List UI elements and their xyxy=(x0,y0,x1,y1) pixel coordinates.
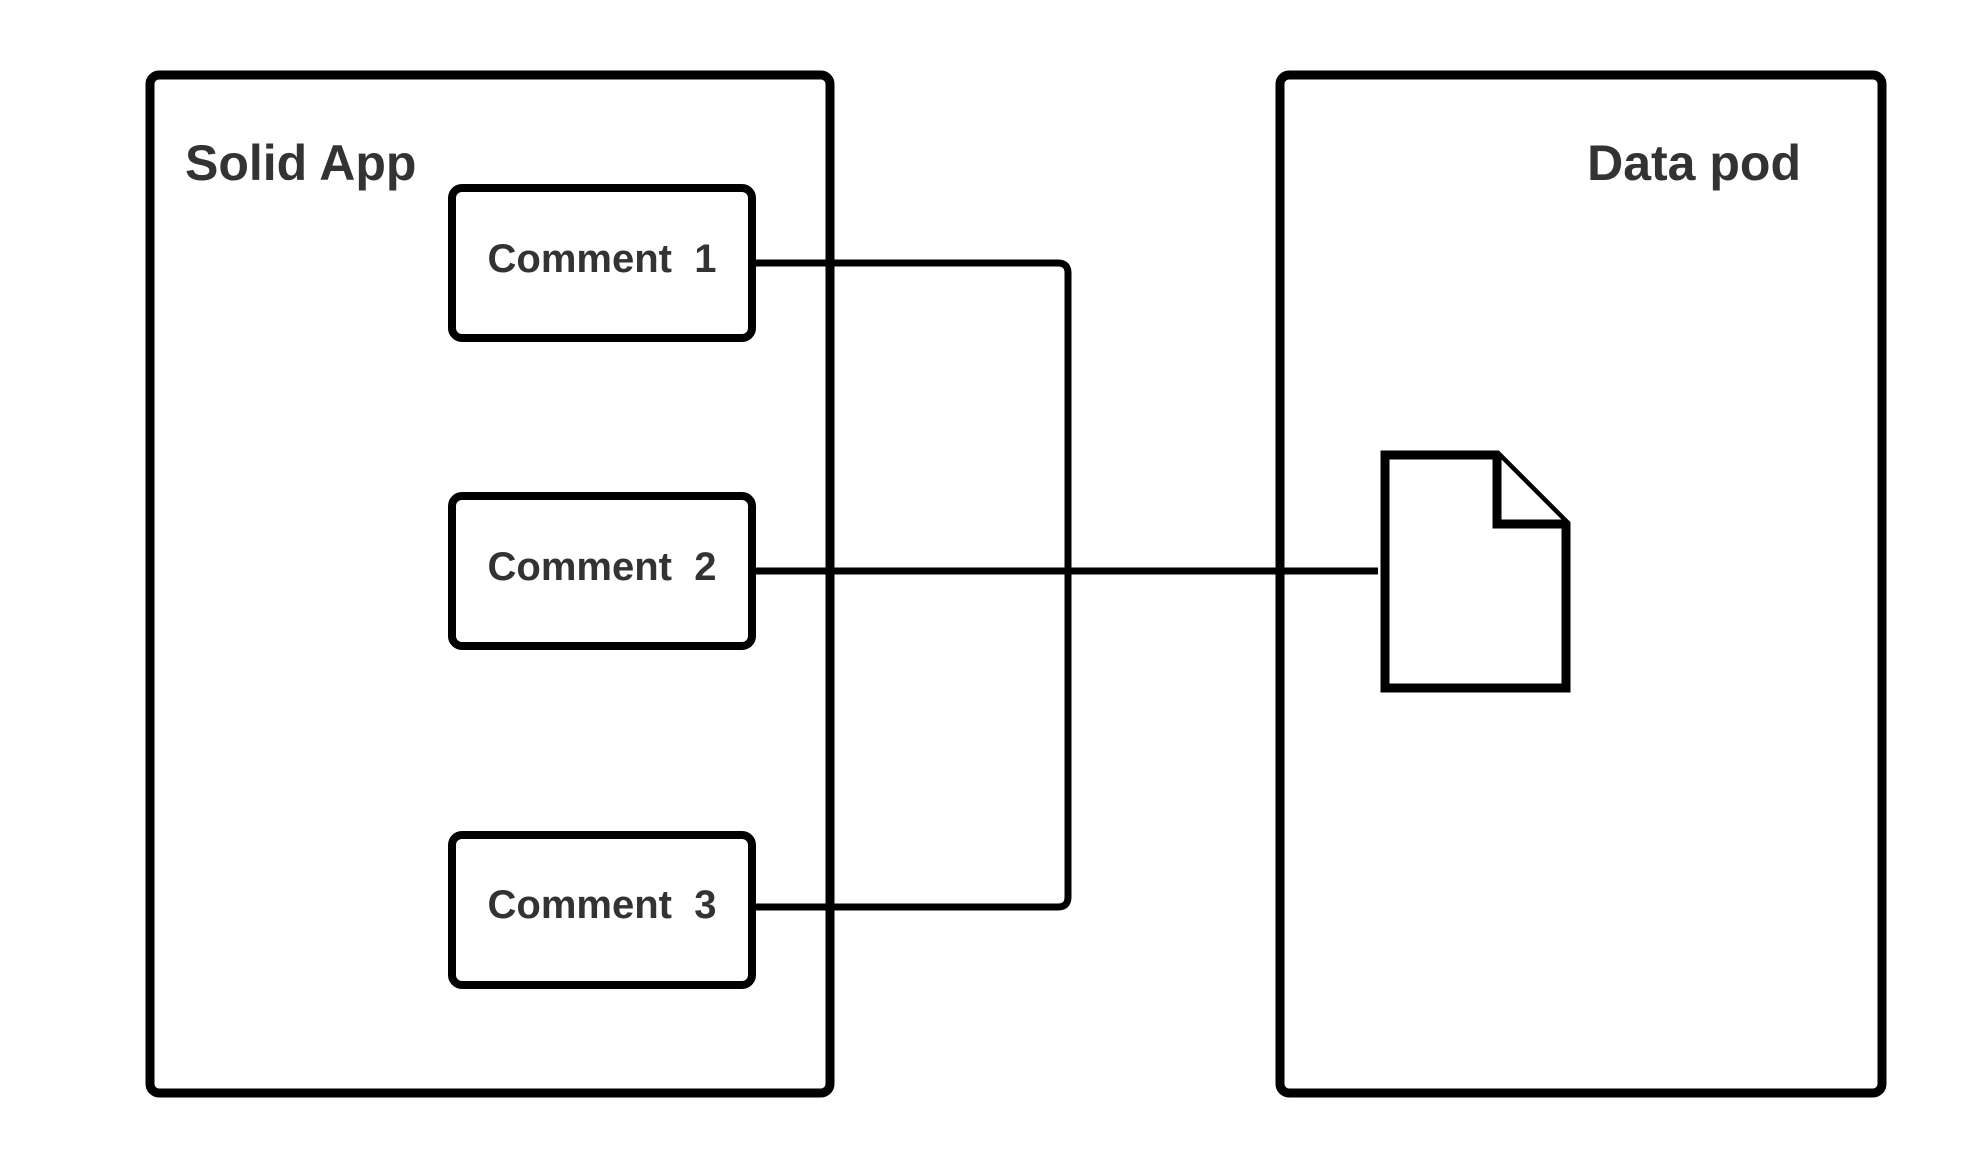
solid-app-title: Solid App xyxy=(185,135,416,191)
comment-box-1: Comment 1 xyxy=(448,184,756,342)
comment-box-3: Comment 3 xyxy=(448,831,756,989)
data-pod-panel: Data pod xyxy=(1275,70,1887,1098)
comment-label-1: Comment 1 xyxy=(488,237,717,281)
comment-box-1-border xyxy=(448,184,756,342)
comment-label-3: Comment 3 xyxy=(488,883,717,927)
comment-1-3-connector xyxy=(755,259,1072,911)
connectors xyxy=(755,259,1378,911)
comment-box-2-border xyxy=(448,492,756,650)
document-icon-fold xyxy=(1492,455,1566,529)
comment-label-2: Comment 2 xyxy=(488,545,717,589)
document-icon xyxy=(1380,450,1571,693)
comment-box-3-border xyxy=(448,831,756,989)
data-pod-title: Data pod xyxy=(1587,135,1801,191)
data-pod-panel-border xyxy=(1275,70,1887,1098)
comment-box-2: Comment 2 xyxy=(448,492,756,650)
